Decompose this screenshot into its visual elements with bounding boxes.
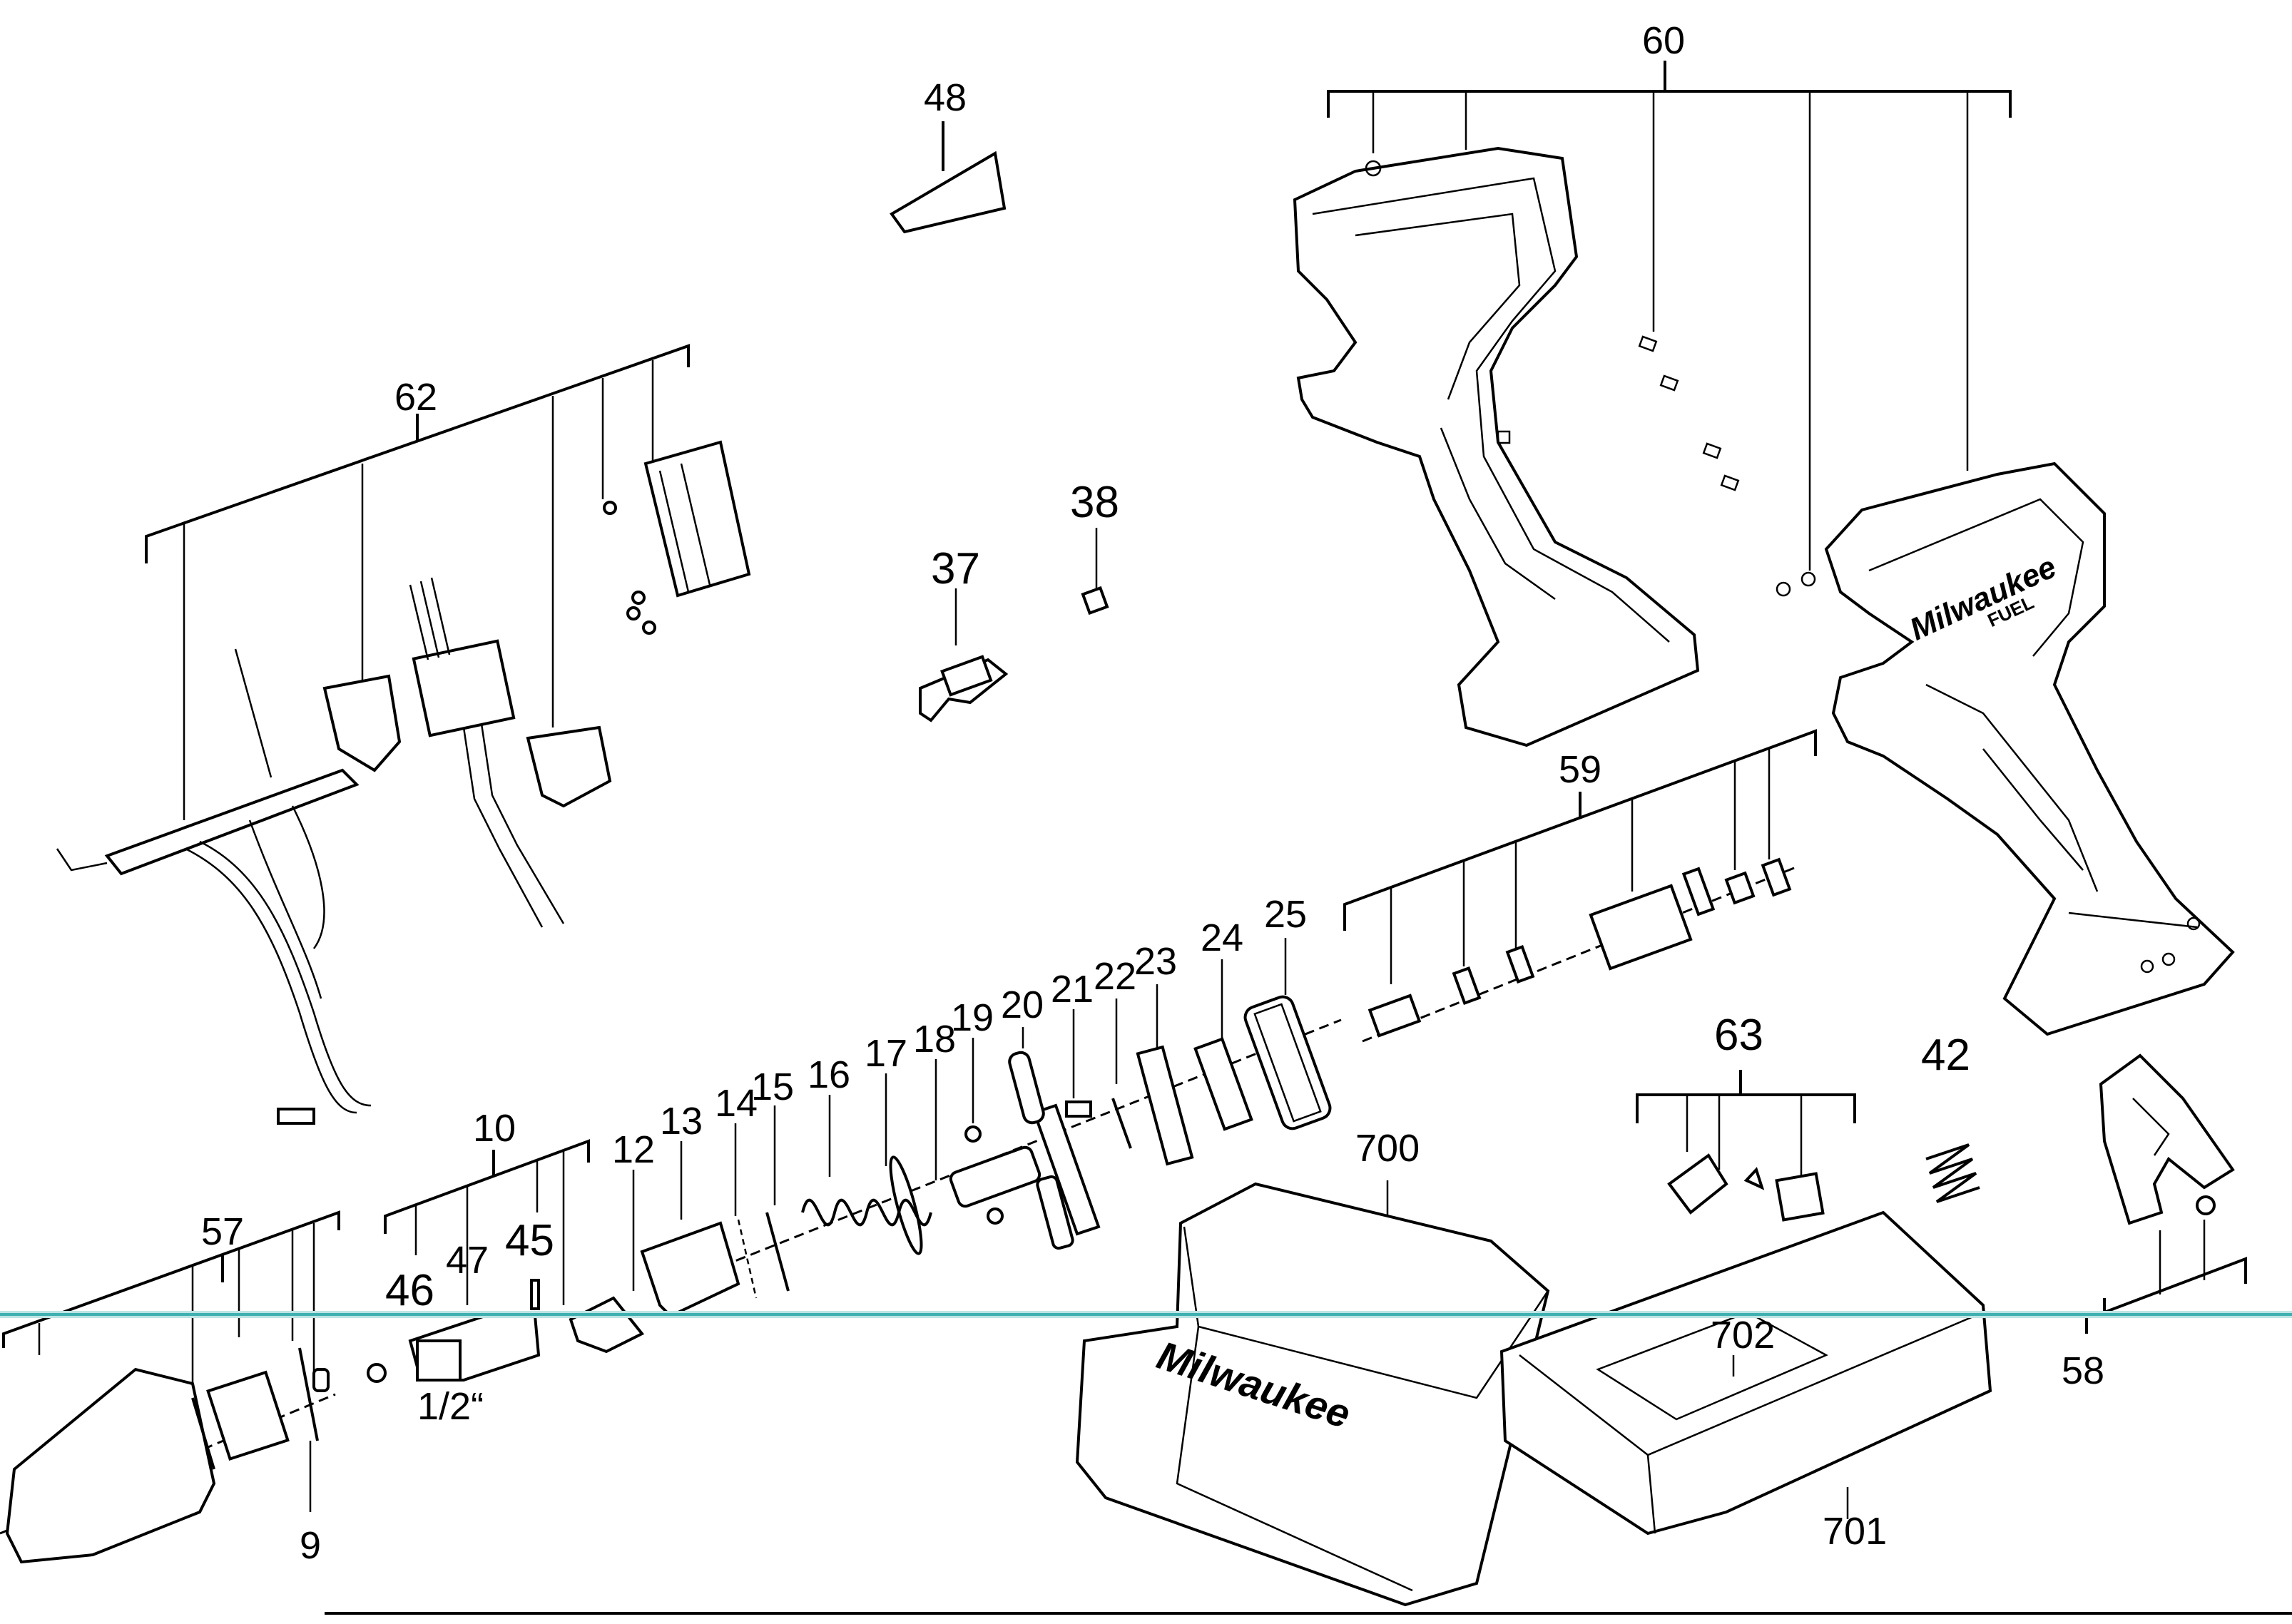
label-62: 62 (394, 376, 437, 419)
electronics-group (56, 440, 751, 1125)
label-16: 16 (808, 1053, 850, 1096)
label-17: 17 (865, 1032, 907, 1075)
housing-right-half: Milwaukee FUEL (1824, 461, 2235, 1036)
label-18: 18 (913, 1018, 956, 1061)
housing-left-half (1293, 146, 1816, 747)
part-42 (1925, 1143, 1980, 1203)
bracket-10 (384, 1139, 590, 1382)
label-9: 9 (300, 1524, 321, 1567)
label-20: 20 (1001, 984, 1044, 1026)
label-38: 38 (1070, 478, 1119, 527)
label-700: 700 (1355, 1127, 1420, 1170)
label-14: 14 (715, 1082, 758, 1125)
bracket-59 (1343, 729, 1817, 984)
label-47: 47 (446, 1239, 489, 1282)
part-38 (1081, 528, 1109, 616)
label-701: 701 (1823, 1510, 1887, 1553)
label-45: 45 (505, 1216, 554, 1265)
label-63: 63 (1714, 1011, 1763, 1060)
label-22: 22 (1094, 955, 1136, 998)
case-701 (1499, 1210, 1992, 1536)
scan-artifact-band (0, 1311, 2292, 1318)
bracket-60 (1327, 61, 2012, 571)
label-25: 25 (1264, 893, 1307, 936)
bracket-57 (2, 1210, 340, 1391)
gear-train (569, 938, 1342, 1354)
label-58: 58 (2062, 1349, 2104, 1392)
case-700: Milwaukee (1075, 1180, 1550, 1607)
part-labels: 60 48 62 38 37 59 25 24 23 22 21 20 19 1… (201, 19, 2104, 1567)
label-23: 23 (1134, 940, 1177, 983)
part-37 (919, 588, 1009, 722)
label-10: 10 (473, 1107, 516, 1150)
label-37: 37 (931, 544, 980, 593)
part-58 (2085, 1053, 2247, 1334)
label-anvil-size: 1/2“ (417, 1385, 484, 1428)
label-60: 60 (1642, 19, 1685, 62)
front-housing-group (0, 1347, 387, 1564)
label-59: 59 (1559, 748, 1601, 791)
label-24: 24 (1201, 916, 1243, 959)
bracket-62 (145, 344, 690, 820)
motor-group (1362, 857, 1798, 1043)
bracket-63 (1636, 1070, 1856, 1222)
label-702: 702 (1711, 1314, 1775, 1357)
label-42: 42 (1921, 1031, 1970, 1080)
label-21: 21 (1051, 968, 1094, 1011)
part-48-plate (890, 121, 1007, 234)
label-48: 48 (924, 76, 967, 119)
label-13: 13 (660, 1100, 703, 1143)
label-57: 57 (201, 1210, 244, 1253)
label-46: 46 (385, 1266, 434, 1315)
label-12: 12 (612, 1128, 655, 1171)
label-19: 19 (951, 996, 994, 1039)
label-15: 15 (751, 1066, 794, 1108)
